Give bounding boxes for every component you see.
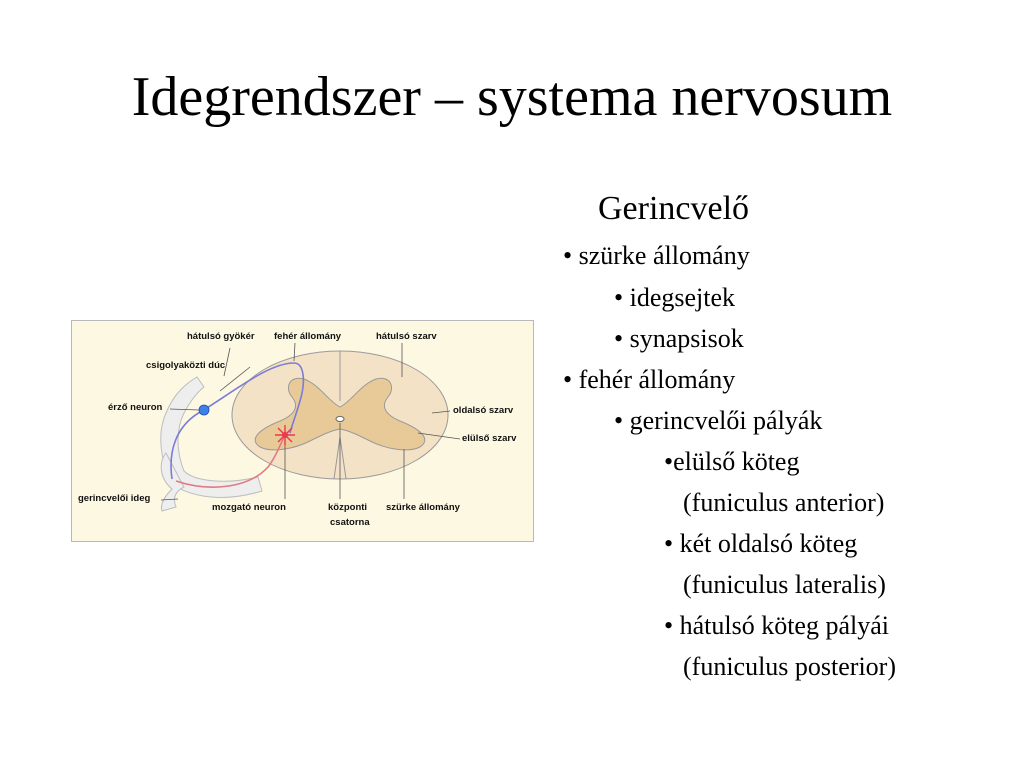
- motor-neuron-body: [282, 432, 288, 438]
- label-motor-neuron: mozgató neuron: [212, 502, 286, 513]
- sensory-neuron-cell: [198, 404, 210, 416]
- bullet-anterior-funiculus: •elülső köteg: [664, 447, 800, 476]
- label-grey-matter: szürke állomány: [386, 502, 460, 513]
- bullet-posterior-funiculus: • hátulsó köteg pályái: [664, 611, 889, 640]
- bullet-synapses: • synapsisok: [614, 324, 744, 353]
- content-heading: Gerincvelő: [598, 190, 750, 227]
- label-sensory-neuron: érző neuron: [108, 402, 163, 413]
- spinal-cord-diagram: [160, 342, 461, 512]
- spinal-nerve-lower-shape: [160, 452, 185, 512]
- label-posterior-root: hátulsó gyökér: [187, 331, 255, 342]
- label-central-canal-line2: csatorna: [330, 517, 370, 528]
- label-anterior-horn: elülső szarv: [462, 433, 517, 444]
- bullet-white-matter: • fehér állomány: [563, 365, 736, 394]
- bullet-grey-matter: • szürke állomány: [563, 241, 750, 270]
- bullet-lateral-funiculi: • két oldalsó köteg: [664, 529, 858, 558]
- sensory-path: [170, 362, 305, 480]
- bullet-spinal-tracts: • gerincvelői pályák: [614, 406, 823, 435]
- spinal-cord-figure: hátulsó gyökér fehér állomány hátulsó sz…: [71, 320, 534, 542]
- label-spinal-ganglion: csigolyaközti dúc: [146, 360, 226, 371]
- label-lateral-horn: oldalsó szarv: [453, 405, 514, 416]
- label-spinal-nerve: gerincvelői ideg: [78, 493, 151, 504]
- bullet-nerve-cells: • idegsejtek: [614, 283, 736, 312]
- leader-lines: [160, 342, 461, 501]
- label-posterior-horn: hátulsó szarv: [376, 331, 437, 342]
- bullet-posterior-funiculus-latin: (funiculus posterior): [683, 652, 897, 681]
- slide-title: Idegrendszer – systema nervosum: [131, 66, 893, 128]
- motor-path: [175, 436, 285, 488]
- label-central-canal-line1: központi: [328, 502, 368, 513]
- label-white-matter: fehér állomány: [274, 331, 342, 342]
- bullet-lateral-funiculi-latin: (funiculus lateralis): [683, 570, 886, 599]
- spinal-nerve-shape: [160, 376, 263, 498]
- central-canal-shape: [335, 415, 345, 423]
- bullet-anterior-funiculus-latin: (funiculus anterior): [683, 488, 885, 517]
